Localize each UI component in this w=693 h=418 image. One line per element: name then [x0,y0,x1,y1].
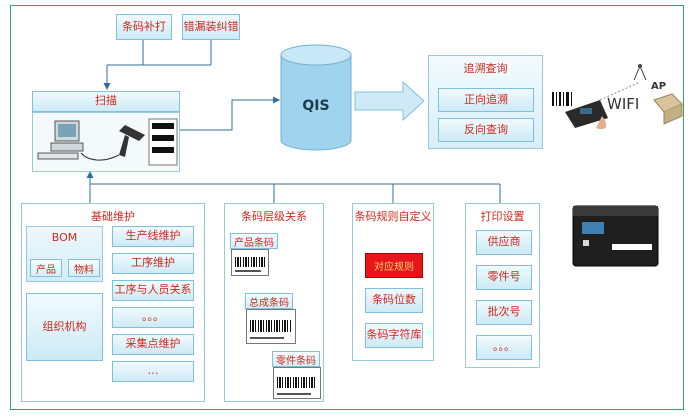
part-number-button[interactable]: 零件号 [476,265,532,290]
ellipsis-button[interactable]: … [112,361,194,382]
org-structure-button[interactable]: 组织机构 [26,293,103,361]
barcode-hierarchy-panel: 条码层级关系 产品条码 总成条码 零件条码 [224,203,324,402]
reverse-query-button[interactable]: 反向查询 [438,118,534,142]
trace-query-panel: 追溯查询 正向追溯 反向查询 [428,55,543,149]
bom-group: BOM 产品 物料 [26,226,103,282]
production-line-button[interactable]: 生产线维护 [112,226,194,247]
bom-label: BOM [51,231,78,244]
part-barcode-label-icon [273,367,321,399]
assembly-barcode-tag[interactable]: 总成条码 [245,293,293,309]
barcode-charset-button[interactable]: 条码字符库 [365,323,423,348]
wifi-label: WIFI [607,95,640,113]
assembly-barcode-label-icon [246,309,296,344]
barcode-rules-panel: 条码规则自定义 对应规则 条码位数 条码字符库 [352,203,434,361]
process-personnel-button[interactable]: 工序与人员关系 [112,280,194,301]
more-button[interactable]: 。。。 [112,307,194,328]
product-barcode-label-icon [231,249,269,276]
scanner-computer-icon [37,118,178,166]
supplier-button[interactable]: 供应商 [476,230,532,255]
material-button[interactable]: 物料 [68,259,100,277]
collection-point-button[interactable]: 采集点维护 [112,334,194,355]
batch-number-button[interactable]: 批次号 [476,300,532,325]
print-more-button[interactable]: 。。。 [476,335,532,360]
basic-maintenance-panel: 基础维护 BOM 产品 物料 组织机构 生产线维护 工序维护 工序与人员关系 。… [21,203,205,402]
trace-query-title: 追溯查询 [463,62,508,75]
forward-trace-button[interactable]: 正向追溯 [438,88,534,112]
qis-label: QIS [302,98,330,114]
wifi-link-line [599,81,641,101]
print-settings-title: 打印设置 [480,210,525,223]
part-barcode-tag[interactable]: 零件条码 [272,351,320,367]
mislabel-fix-button[interactable]: 错漏装纠错 [182,14,240,40]
reprint-button[interactable]: 条码补打 [116,14,172,40]
print-settings-panel: 打印设置 供应商 零件号 批次号 。。。 [465,203,540,368]
qis-to-trace-arrow [354,80,425,122]
scan-button[interactable]: 扫描 [32,91,180,112]
barcode-digits-button[interactable]: 条码位数 [365,288,423,313]
ap-label: AP [651,81,667,92]
barcode-rules-title: 条码规则自定义 [354,210,432,223]
mapping-rule-button[interactable]: 对应规则 [365,253,423,278]
product-barcode-tag[interactable]: 产品条码 [230,233,278,249]
basic-maintenance-title: 基础维护 [91,210,135,223]
barcode-hierarchy-title: 条码层级关系 [241,210,307,223]
process-maintenance-button[interactable]: 工序维护 [112,253,194,274]
scan-to-qis-arrow [180,96,280,131]
product-button[interactable]: 产品 [30,259,62,277]
scan-illustration [32,112,180,172]
